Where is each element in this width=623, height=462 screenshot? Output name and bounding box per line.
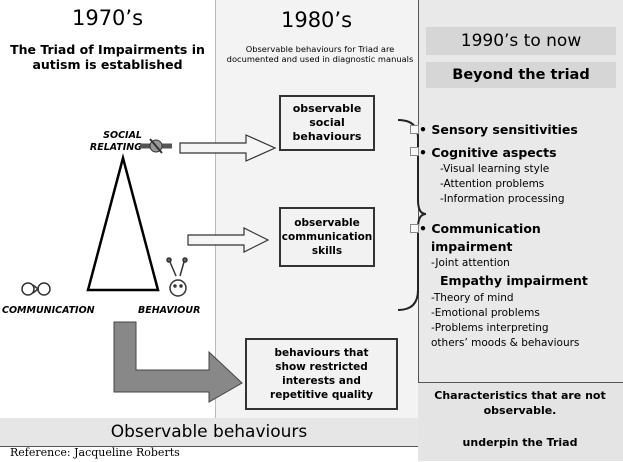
talking-faces-icon xyxy=(21,282,51,296)
item-cognitive: • Cognitive aspects xyxy=(419,145,557,160)
box-restricted-interests: behaviours that show restricted interest… xyxy=(245,338,398,410)
subtitle-1980s: Observable behaviours for Triad are docu… xyxy=(226,44,414,64)
marker-square xyxy=(410,224,419,233)
column-divider xyxy=(215,0,216,418)
reference-text: Reference: Jacqueline Roberts xyxy=(10,446,180,459)
item-theory-of-mind: -Theory of mind xyxy=(431,292,514,304)
subtitle-beyond-triad: Beyond the triad xyxy=(426,62,616,88)
title-1970s: 1970’s xyxy=(71,6,144,30)
title-1990s: 1990’s to now xyxy=(426,27,616,55)
box-observable-social: observable social behaviours xyxy=(279,95,375,151)
item-problems-interpreting: -Problems interpreting xyxy=(431,322,549,334)
column-1970s xyxy=(0,0,215,418)
item-others-moods: others’ moods & behaviours xyxy=(431,337,580,349)
label-behaviour: BEHAVIOUR xyxy=(138,305,201,316)
item-emotional-problems: -Emotional problems xyxy=(431,307,540,319)
marker-square xyxy=(410,125,419,134)
subtitle-1970s: The Triad of Impairments in autism is es… xyxy=(10,42,205,72)
item-communication: • Communication xyxy=(419,221,541,236)
title-1980s: 1980’s xyxy=(280,8,353,32)
characteristics-box xyxy=(418,382,623,461)
label-communication: COMMUNICATION xyxy=(2,305,95,316)
triad-triangle xyxy=(86,153,160,292)
label-social-relating: SOCIAL RELATING xyxy=(89,130,142,153)
item-attention: -Attention problems xyxy=(440,178,545,190)
item-visual-learning: -Visual learning style xyxy=(440,163,550,175)
characteristics-text: Characteristics that are not observable. xyxy=(434,389,606,417)
underpin-text: underpin the Triad xyxy=(462,436,578,449)
observable-behaviours-banner: Observable behaviours xyxy=(0,418,418,446)
box-observable-communication: observable communication skills xyxy=(279,207,375,267)
arrow-social xyxy=(179,134,277,162)
item-empathy: Empathy impairment xyxy=(440,273,588,288)
item-joint-attention: -Joint attention xyxy=(431,257,510,269)
item-communication-impairment: impairment xyxy=(431,239,513,254)
item-information-processing: -Information processing xyxy=(440,193,565,205)
juggling-face-icon xyxy=(166,257,188,297)
marker-square xyxy=(410,147,419,156)
handshake-icon xyxy=(140,138,172,154)
arrow-behaviour xyxy=(113,321,243,403)
item-sensory: • Sensory sensitivities xyxy=(419,122,578,137)
arrow-communication xyxy=(187,227,270,253)
reference-strip xyxy=(0,446,418,462)
